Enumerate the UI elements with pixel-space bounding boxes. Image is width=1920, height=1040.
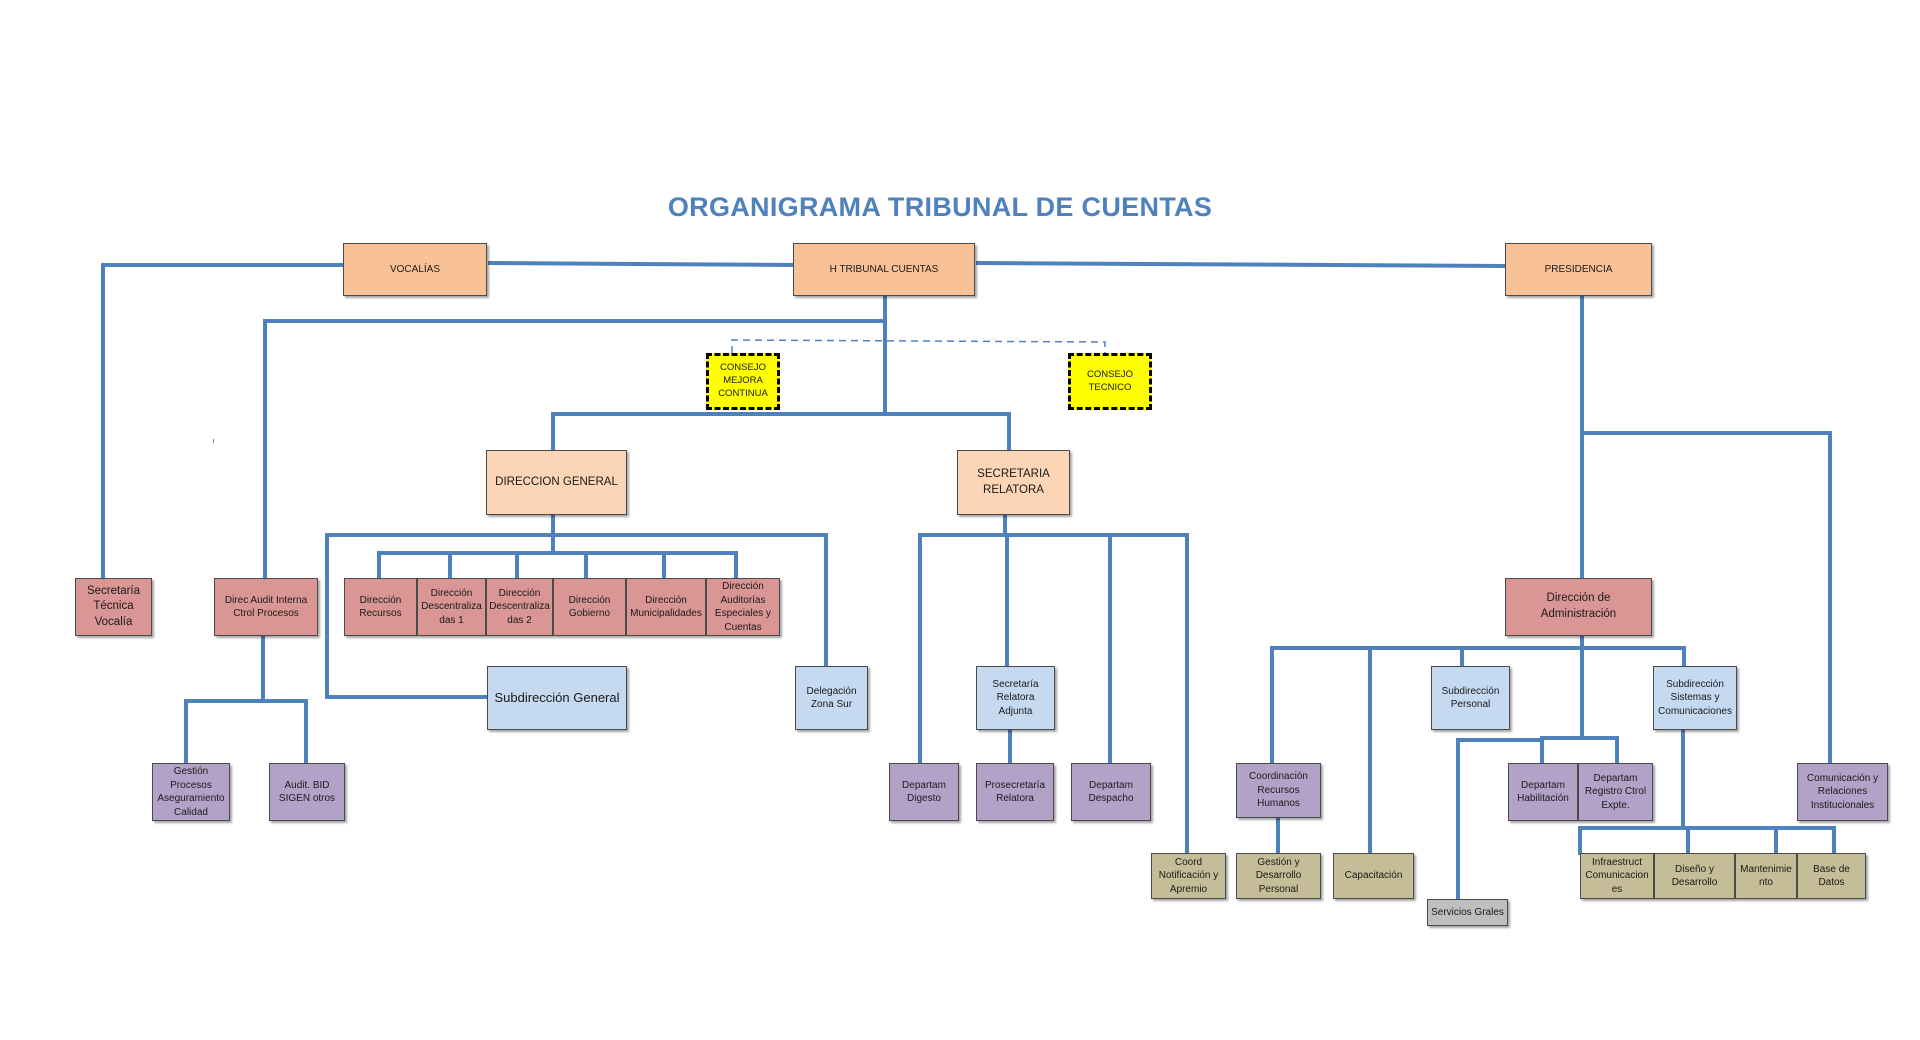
node-audit-bid: Audit. BID SIGEN otros <box>269 763 345 821</box>
node-secretaria-tecnica: Secretaría Técnica Vocalía <box>75 578 152 636</box>
node-dir-descentralizadas-1: Dirección Descentraliza das 1 <box>417 578 486 636</box>
node-comunicacion: Comunicación y Relaciones Institucionale… <box>1797 763 1888 821</box>
node-dir-municipalidades: Dirección Municipalidades <box>626 578 706 636</box>
stray-mark <box>213 439 214 443</box>
node-prosecretaria: Prosecretaría Relatora <box>976 763 1054 821</box>
link-admin-bus <box>1270 646 1686 855</box>
link-bus-direcciones <box>551 412 1011 452</box>
node-dep-registro: Departam Registro Ctrol Expte. <box>1578 763 1653 821</box>
link-dg-outer <box>325 533 828 698</box>
node-consejo-tecnico: CONSEJO TECNICO <box>1068 353 1152 410</box>
node-delegacion-zona-sur: Delegación Zona Sur <box>795 666 868 730</box>
link-sistemas-children <box>1578 728 1836 855</box>
node-base-datos: Base de Datos <box>1797 853 1866 899</box>
node-gestion-desarrollo: Gestión y Desarrollo Personal <box>1236 853 1321 899</box>
link-tribunal-presidencia <box>975 260 1506 269</box>
node-dir-gobierno: Dirección Gobierno <box>553 578 626 636</box>
node-dep-despacho: Departam Despacho <box>1071 763 1151 821</box>
node-subdir-sistemas: Subdirección Sistemas y Comunicaciones <box>1653 666 1737 730</box>
link-admin-deps <box>1456 736 1619 912</box>
chart-title: ORGANIGRAMA TRIBUNAL DE CUENTAS <box>667 192 1213 222</box>
node-direccion-general: DIRECCION GENERAL <box>486 450 627 515</box>
node-infraestructura: Infraestruct Comunicacion es <box>1580 853 1654 899</box>
node-coord-notificacion: Coord Notificación y Apremio <box>1151 853 1226 899</box>
node-servicios-grales: Servicios Grales <box>1427 899 1508 926</box>
node-subdireccion-general: Subdirección General <box>487 666 627 730</box>
node-dir-recursos: Dirección Recursos <box>344 578 417 636</box>
link-dg-children <box>377 533 738 580</box>
node-presidencia: PRESIDENCIA <box>1505 243 1652 296</box>
node-capacitacion: Capacitación <box>1333 853 1414 899</box>
node-secretaria-adjunta: Secretaría Relatora Adjunta <box>976 666 1055 730</box>
node-dir-auditorias: Dirección Auditorías Especiales y Cuenta… <box>706 578 780 636</box>
node-dep-digesto: Departam Digesto <box>889 763 959 821</box>
node-consejo-mejora: CONSEJO MEJORA CONTINUA <box>706 353 780 410</box>
node-dir-descentralizadas-2: Dirección Descentraliza das 2 <box>486 578 553 636</box>
node-dep-habilitacion: Departam Habilitación <box>1508 763 1578 821</box>
node-vocalias: VOCALÍAS <box>343 243 487 296</box>
link-audit-children <box>184 634 308 765</box>
node-direccion-administracion: Dirección de Administración <box>1505 578 1652 636</box>
link-consejos <box>731 339 1106 353</box>
node-coord-rrhh: Coordinación Recursos Humanos <box>1236 763 1321 818</box>
node-h-tribunal: H TRIBUNAL CUENTAS <box>793 243 975 296</box>
node-subdir-personal: Subdirección Personal <box>1431 666 1510 730</box>
node-direc-audit: Direc Audit Interna Ctrol Procesos <box>214 578 318 636</box>
link-presidencia-comunicacion <box>1580 431 1832 765</box>
link-sr-bus <box>1003 513 1189 855</box>
link-sr-children <box>918 533 1112 765</box>
node-gestion-procesos: Gestión Procesos Aseguramiento Calidad <box>152 763 230 821</box>
link-vocalias-sectecnica <box>101 263 346 580</box>
link-vocalias-tribunal <box>487 260 796 268</box>
node-mantenimiento: Mantenimie nto <box>1735 853 1797 899</box>
node-secretaria-relatora: SECRETARIA RELATORA <box>957 450 1070 515</box>
node-diseno-desarrollo: Diseño y Desarrollo <box>1654 853 1735 899</box>
